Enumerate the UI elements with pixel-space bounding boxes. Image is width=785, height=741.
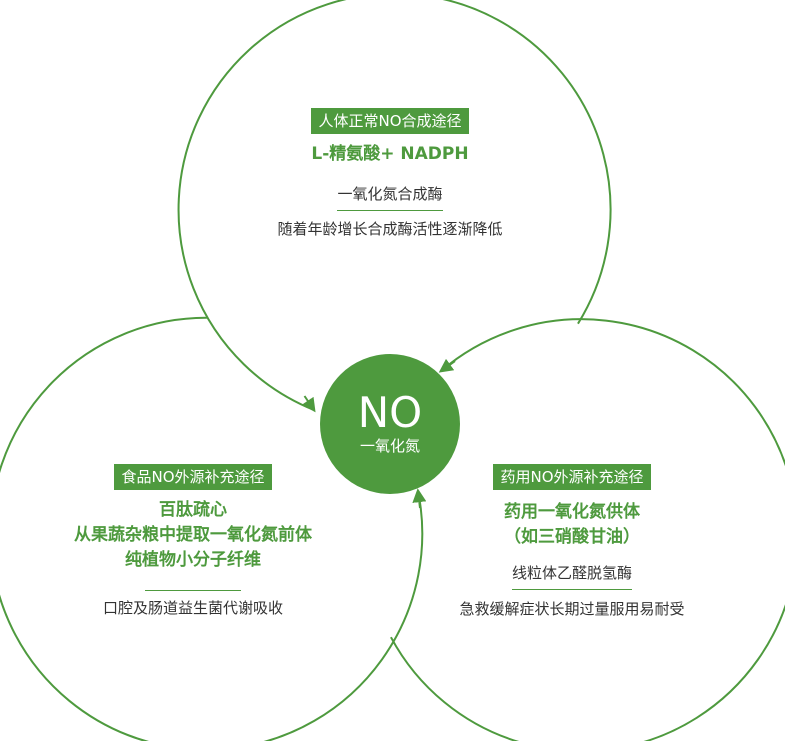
left-line-3: 纯植物小分子纤维 [125, 550, 261, 570]
left-note: 口腔及肠道益生菌代谢吸收 [102, 599, 283, 617]
left-pathway: 食品NO外源补充途径 百肽疏心 从果蔬杂粮中提取一氧化氮前体 纯植物小分子纤维 … [40, 464, 346, 619]
right-line-1: 药用一氧化氮供体 [504, 502, 640, 522]
right-pathway: 药用NO外源补充途径 药用一氧化氮供体 （如三硝酸甘油） 线粒体乙醛脱氢酶 急救… [437, 464, 707, 620]
left-line-1: 百肽疏心 [159, 500, 227, 520]
center-subtitle: 一氧化氮 [359, 437, 420, 455]
right-circle [390, 318, 785, 741]
center-title: NO [357, 388, 423, 437]
left-divider [145, 590, 241, 591]
left-circle [0, 316, 424, 741]
arrow-top-to-center [301, 395, 316, 413]
top-substrate: L-精氨酸+ NADPH [311, 144, 469, 164]
right-enzyme: 线粒体乙醛脱氢酶 [511, 562, 632, 590]
center-no-circle: NO 一氧化氮 [320, 354, 460, 494]
top-enzyme: 一氧化氮合成酶 [337, 183, 443, 211]
right-line-2: （如三硝酸甘油） [504, 527, 640, 547]
left-line-2: 从果蔬杂粮中提取一氧化氮前体 [74, 525, 312, 545]
top-pathway: 人体正常NO合成途径 L-精氨酸+ NADPH 一氧化氮合成酶 随着年龄增长合成… [240, 108, 540, 240]
right-note: 急救缓解症状长期过量服用易耐受 [459, 600, 685, 618]
top-pathway-tag: 人体正常NO合成途径 [311, 108, 469, 134]
top-note: 随着年龄增长合成酶活性逐渐降低 [277, 220, 503, 238]
right-pathway-tag: 药用NO外源补充途径 [493, 464, 651, 490]
top-circle [177, 0, 612, 411]
arrow-left-to-center [412, 488, 427, 509]
left-pathway-tag: 食品NO外源补充途径 [114, 464, 272, 490]
arrow-right-to-center [438, 358, 456, 373]
